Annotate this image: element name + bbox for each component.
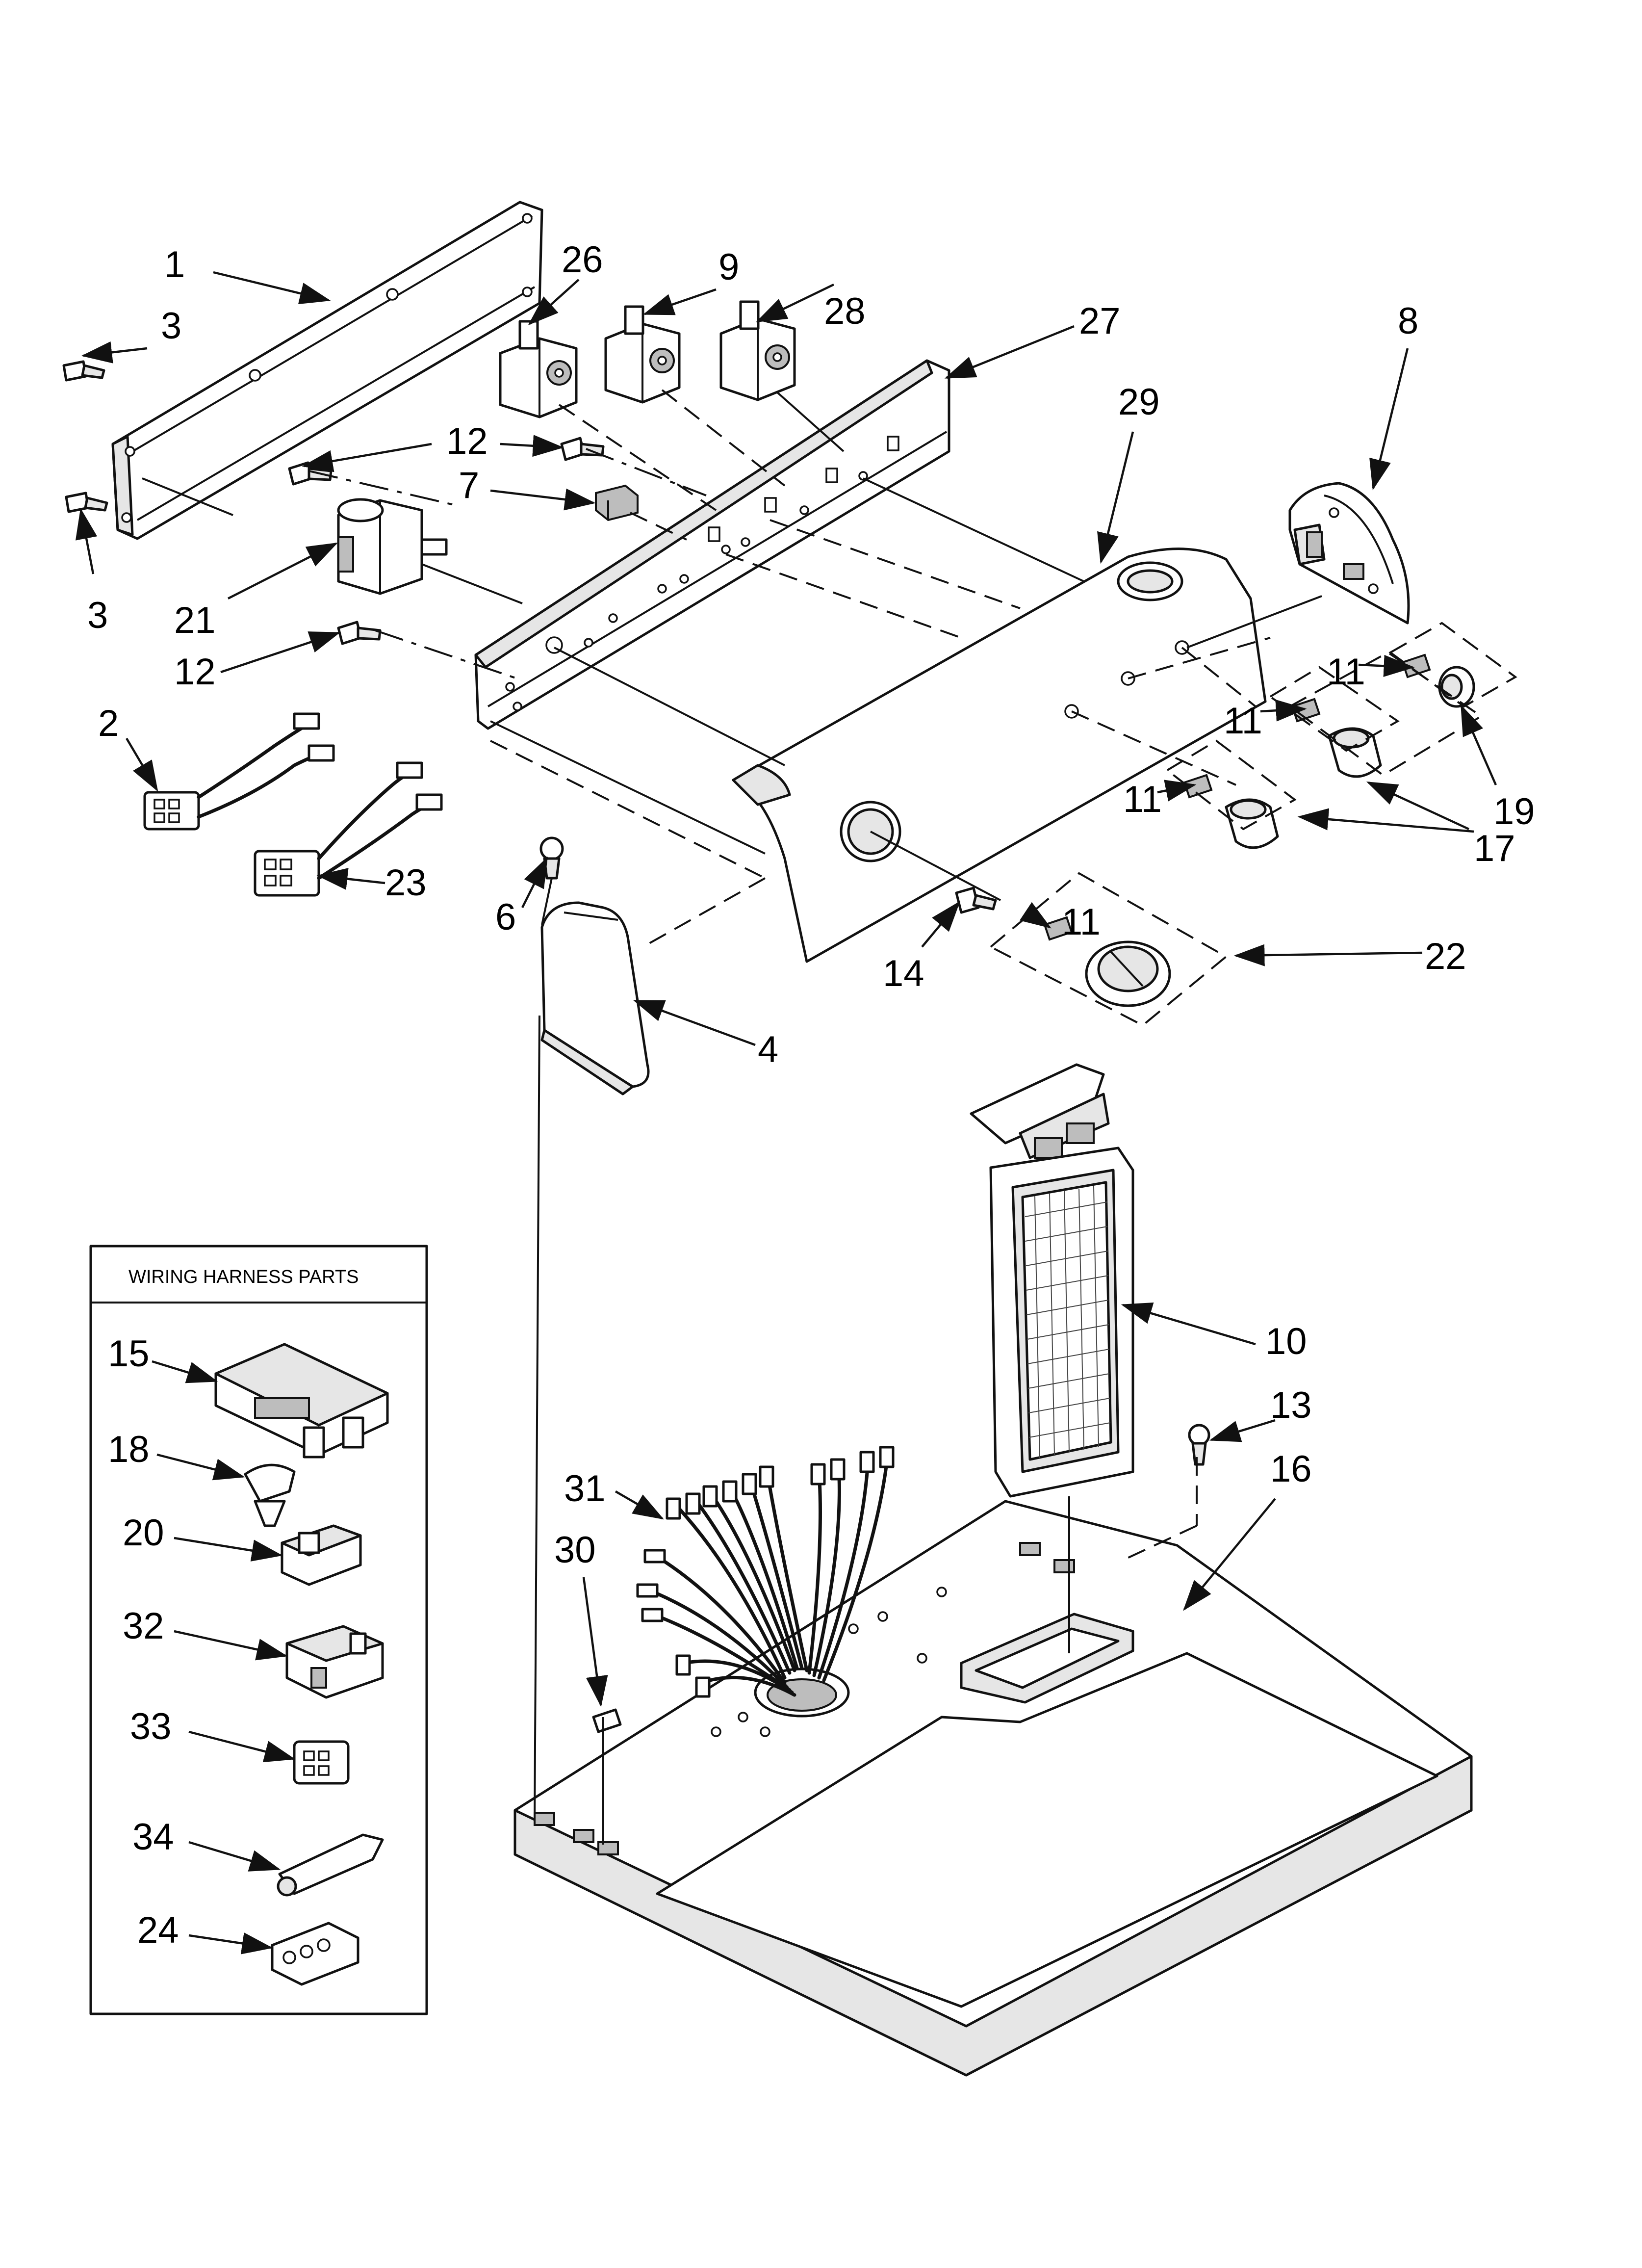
wire-harness-31 — [636, 1446, 895, 1698]
callout-14: 14 — [883, 953, 924, 994]
callout-18: 18 — [108, 1429, 150, 1470]
callout-26: 26 — [562, 239, 603, 281]
terminal-34 — [277, 1833, 384, 1897]
knob-22 — [1085, 940, 1171, 1007]
callout-29: 29 — [1118, 381, 1160, 423]
callout-20: 20 — [123, 1512, 164, 1554]
callout-11-b: 11 — [1224, 700, 1262, 742]
lint-screen-mesh — [1025, 1186, 1111, 1459]
connector-32 — [285, 1625, 384, 1699]
callout-32: 32 — [123, 1605, 164, 1647]
callout-3-bottom: 3 — [87, 595, 108, 636]
switch-28 — [719, 300, 796, 401]
screw-6 — [539, 836, 564, 880]
callout-28: 28 — [824, 290, 866, 332]
clip-7 — [595, 484, 639, 521]
callout-leaders — [75, 271, 1497, 1707]
screw-3-bottom — [65, 492, 108, 513]
top-cover-16 — [513, 1500, 1473, 2077]
wiring-harness-parts-box: WIRING HARNESS PARTS — [89, 1245, 428, 2015]
callout-19: 19 — [1493, 791, 1535, 833]
callout-16: 16 — [1270, 1448, 1312, 1490]
callout-27: 27 — [1079, 300, 1121, 342]
callout-3-top: 3 — [161, 305, 181, 347]
harness-2 — [143, 712, 335, 831]
rear-panel-bracket — [111, 201, 543, 540]
callout-8: 8 — [1398, 300, 1418, 342]
insert-11-d — [1043, 916, 1073, 941]
connector-20 — [281, 1524, 362, 1586]
clip-30 — [592, 1708, 622, 1845]
harness-23 — [254, 761, 443, 897]
knob-19 — [1438, 666, 1475, 708]
connector-15 — [214, 1343, 389, 1459]
callout-17: 17 — [1474, 828, 1515, 869]
callout-7: 7 — [459, 465, 479, 506]
screw-12-c — [337, 621, 382, 645]
callout-11-a: 11 — [1327, 651, 1365, 693]
callout-labels: 1 3 3 26 9 28 27 29 8 12 7 21 12 2 23 6 … — [87, 239, 1535, 1571]
callout-12-b: 12 — [174, 651, 216, 693]
assembly-lines — [308, 389, 1517, 1825]
control-panel-bracket-27 — [474, 359, 950, 730]
wiring-box-title: WIRING HARNESS PARTS — [128, 1267, 359, 1287]
callout-21: 21 — [174, 600, 216, 641]
switch-9 — [604, 305, 681, 404]
screw-12-b — [560, 437, 605, 461]
callout-33: 33 — [130, 1706, 172, 1747]
switch-26 — [499, 320, 578, 418]
callout-11-d: 11 — [1062, 901, 1101, 943]
callout-13: 13 — [1270, 1384, 1312, 1426]
callout-30: 30 — [554, 1529, 596, 1571]
screw-13 — [1188, 1424, 1210, 1466]
callout-11-c: 11 — [1123, 779, 1162, 820]
callout-31: 31 — [564, 1468, 606, 1510]
callout-2: 2 — [98, 703, 119, 744]
callout-23: 23 — [385, 862, 427, 904]
screw-14 — [955, 886, 997, 914]
callout-4: 4 — [758, 1029, 778, 1070]
connector-24 — [271, 1922, 359, 1986]
callout-9: 9 — [718, 246, 739, 288]
connector-33 — [293, 1740, 350, 1785]
lint-screen-10 — [970, 1063, 1134, 1498]
callout-10: 10 — [1265, 1321, 1307, 1362]
callout-12-a: 12 — [446, 420, 488, 462]
callout-34: 34 — [132, 1816, 174, 1858]
callout-6: 6 — [495, 896, 516, 938]
callout-22: 22 — [1425, 936, 1466, 977]
callout-1: 1 — [164, 244, 185, 286]
end-cap-8 — [1288, 482, 1410, 625]
timer-21 — [337, 498, 523, 604]
clip-18 — [244, 1463, 296, 1527]
screw-3-top — [62, 360, 105, 382]
end-panel-4 — [540, 901, 650, 1095]
callout-15: 15 — [108, 1333, 150, 1375]
callout-24: 24 — [137, 1909, 179, 1951]
